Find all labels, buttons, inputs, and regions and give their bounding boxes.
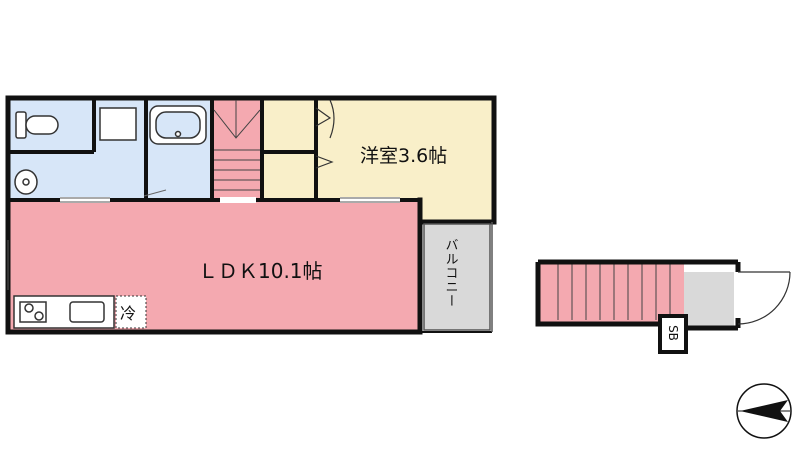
balcony-area [424, 224, 490, 330]
balcony-outline [420, 222, 493, 333]
washer-space-icon [99, 107, 137, 141]
hand-sink-icon [14, 169, 38, 195]
opening-marks [7, 197, 400, 290]
bathtub-icon [149, 105, 207, 145]
storage-label: SB [666, 325, 680, 341]
upper-stair-section [535, 259, 791, 354]
door-swing [143, 189, 167, 197]
north-arrow-icon [736, 383, 792, 439]
western-room-lower [420, 200, 492, 222]
balcony-label: バルコニー [443, 238, 459, 308]
fridge-box [115, 295, 147, 329]
fridge-label: 冷 [120, 304, 136, 323]
walls [5, 95, 497, 335]
closet-doors [315, 99, 335, 169]
staircase-treads [213, 100, 261, 191]
kitchen-counter [13, 295, 115, 329]
ldk-label: ＬＤＫ10.1帖 [198, 259, 323, 283]
toilet-icon [15, 111, 59, 139]
western-room-label: 洋室3.6帖 [360, 145, 447, 167]
entry-door-swing [737, 271, 791, 325]
